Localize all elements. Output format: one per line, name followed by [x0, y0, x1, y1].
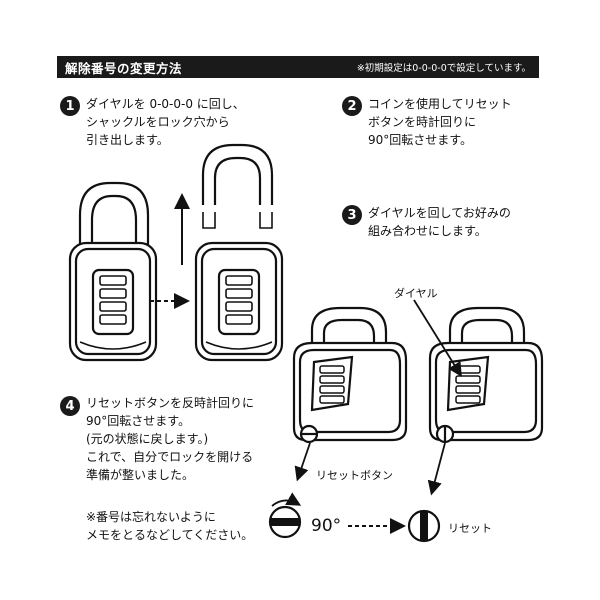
footnote: ※番号は忘れないように メモをとるなどしてください。	[86, 508, 253, 544]
step-3-number: 3	[342, 205, 362, 225]
slot-horizontal-icon	[268, 505, 302, 539]
section-title: 解除番号の変更方法	[65, 60, 183, 76]
header-bar: 解除番号の変更方法 ※初期設定は0-0-0-0で設定しています。	[57, 56, 539, 78]
step-1-number: 1	[60, 96, 80, 116]
reset-position-label: リセット	[448, 522, 492, 535]
step-1-line-2: シャックルをロック穴から	[86, 115, 230, 129]
step-3-line-2: 組み合わせにします。	[368, 224, 487, 238]
step-1-line-1: ダイヤルを 0-0-0-0 に回し、	[86, 97, 245, 111]
step-1-text: ダイヤルを 0-0-0-0 に回し、 シャックルをロック穴から 引き出します。	[86, 95, 245, 149]
step-2-line-2: ボタンを時計回りに	[368, 115, 477, 129]
padlock-closed-icon	[68, 181, 158, 362]
step-2-number: 2	[342, 96, 362, 116]
reset-button-pointer-icon	[294, 442, 311, 482]
step-4-number: 4	[60, 396, 80, 416]
step-4-line-2: 90°回転させます。	[86, 414, 191, 428]
angle-label: 90°	[311, 516, 342, 536]
initial-setting-note: ※初期設定は0-0-0-0で設定しています。	[356, 63, 531, 74]
reset-pointer-icon	[427, 442, 446, 496]
step-2-line-1: コインを使用してリセット	[368, 97, 512, 111]
step-2-text: コインを使用してリセット ボタンを時計回りに 90°回転させます。	[368, 95, 512, 149]
rotate-arrow-icon	[271, 492, 302, 507]
dial-pointer-icon	[413, 299, 462, 378]
footnote-line-2: メモをとるなどしてください。	[86, 528, 254, 542]
padlock-reset-icon	[292, 306, 408, 444]
step-3-line-1: ダイヤルを回してお好みの	[368, 206, 511, 220]
footnote-line-1: ※番号は忘れないように	[86, 510, 216, 524]
step-4-line-1: リセットボタンを反時計回りに	[86, 396, 255, 410]
step-4-line-3: (元の状態に戻します。)	[86, 432, 209, 446]
step-3-text: ダイヤルを回してお好みの 組み合わせにします。	[368, 204, 511, 240]
padlock-open-icon	[194, 143, 284, 362]
step-2-line-3: 90°回転させます。	[368, 133, 473, 147]
padlock-dial-icon	[428, 306, 544, 444]
step-4-line-4: これで、自分でロックを開ける	[86, 450, 254, 464]
slot-vertical-icon	[407, 509, 441, 543]
reset-button-label: リセットボタン	[316, 469, 393, 482]
step-4-line-5: 準備が整いました。	[86, 468, 195, 482]
step-4-text: リセットボタンを反時計回りに 90°回転させます。 (元の状態に戻します。) こ…	[86, 394, 254, 484]
dial-label: ダイヤル	[394, 287, 438, 300]
step-1-line-3: 引き出します。	[86, 133, 169, 147]
